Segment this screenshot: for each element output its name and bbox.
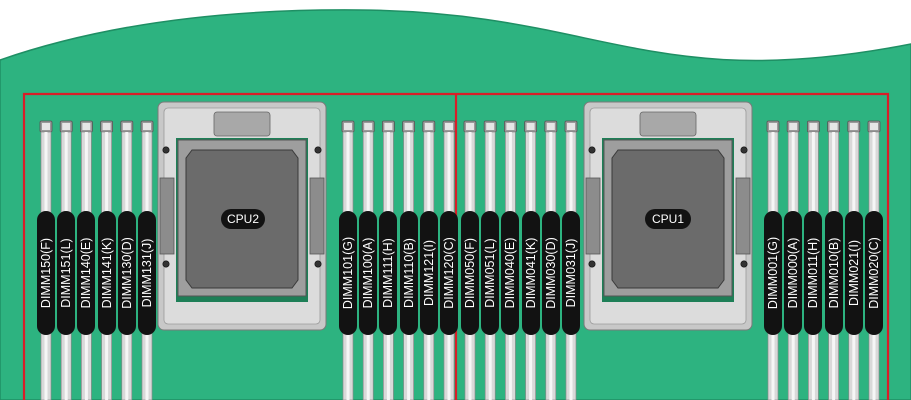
dimm-label: DIMM131(J) bbox=[138, 211, 156, 335]
dimm-label-text: DIMM050(F) bbox=[463, 237, 477, 309]
dimm-label: DIMM030(D) bbox=[541, 211, 560, 335]
dimm-label: DIMM130(D) bbox=[117, 211, 136, 335]
dimm-label-text: DIMM111(H) bbox=[381, 238, 396, 308]
dimm-label: DIMM050(F) bbox=[461, 211, 479, 335]
dimm-label: DIMM001(G) bbox=[764, 211, 782, 335]
dimm-label: DIMM120(C) bbox=[440, 211, 458, 335]
dimm-label-text: DIMM000(A) bbox=[786, 237, 801, 309]
dimm-label-text: DIMM051(L) bbox=[483, 238, 498, 308]
dimm-label: DIMM140(E) bbox=[77, 211, 96, 335]
dimm-label-text: DIMM101(G) bbox=[341, 236, 355, 310]
dimm-label-text: DIMM041(K) bbox=[523, 237, 538, 309]
dimm-label-text: DIMM151(L) bbox=[59, 238, 74, 308]
dimm-label-text: DIMM140(E) bbox=[79, 237, 94, 309]
dimm-label-text: DIMM040(E) bbox=[503, 237, 518, 309]
dimm-label: DIMM000(A) bbox=[784, 211, 803, 335]
dimm-label: DIMM020(C) bbox=[865, 211, 883, 335]
dimm-label: DIMM100(A) bbox=[359, 211, 378, 335]
dimm-label: DIMM141(K) bbox=[97, 211, 116, 335]
cpu1-label: CPU1 bbox=[645, 209, 691, 229]
dimm-label: DIMM151(L) bbox=[57, 211, 76, 335]
dimm-label: DIMM011(H) bbox=[804, 211, 823, 335]
dimm-label: DIMM021(I) bbox=[844, 211, 863, 335]
dimm-label-text: DIMM120(C) bbox=[442, 237, 456, 309]
dimm-label: DIMM040(E) bbox=[501, 211, 520, 335]
dimm-label: DIMM010(B) bbox=[824, 211, 843, 335]
dimm-label-text: DIMM131(J) bbox=[140, 238, 154, 308]
dimm-label-text: DIMM031(J) bbox=[564, 238, 578, 308]
dimm-label: DIMM041(K) bbox=[521, 211, 540, 335]
cpu2-label: CPU2 bbox=[221, 209, 265, 229]
dimm-label-text: DIMM110(B) bbox=[401, 238, 416, 308]
dimm-label-text: DIMM010(B) bbox=[826, 237, 841, 309]
dimm-label-text: DIMM141(K) bbox=[99, 237, 114, 309]
dimm-label: DIMM051(L) bbox=[481, 211, 500, 335]
dimm-label-text: DIMM030(D) bbox=[543, 237, 558, 309]
dimm-label: DIMM111(H) bbox=[379, 211, 398, 335]
dimm-label: DIMM031(J) bbox=[562, 211, 580, 335]
dimm-label: DIMM121(I) bbox=[419, 211, 438, 335]
dimm-label-text: DIMM150(F) bbox=[39, 237, 53, 309]
dimm-label: DIMM101(G) bbox=[339, 211, 357, 335]
dimm-label: DIMM150(F) bbox=[37, 211, 55, 335]
dimm-label-text: DIMM130(D) bbox=[119, 237, 134, 309]
dimm-label-text: DIMM021(I) bbox=[846, 240, 861, 306]
dimm-label-text: DIMM020(C) bbox=[867, 237, 881, 309]
dimm-label: DIMM110(B) bbox=[399, 211, 418, 335]
dimm-label-text: DIMM100(A) bbox=[361, 237, 376, 309]
dimm-label-text: DIMM121(I) bbox=[421, 240, 436, 306]
dimm-label-text: DIMM001(G) bbox=[766, 236, 780, 310]
dimm-label-text: DIMM011(H) bbox=[806, 237, 821, 309]
